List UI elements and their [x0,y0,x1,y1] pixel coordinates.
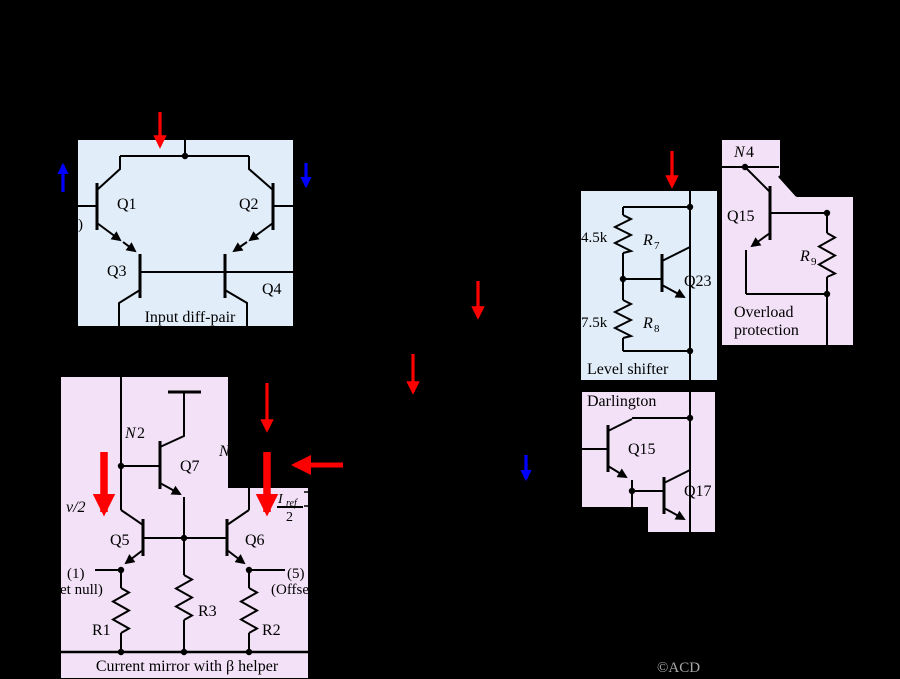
clipped-paren: ) [78,217,83,233]
label-q6: Q6 [245,532,265,549]
label-n2: N [124,425,137,442]
label-n4-num: 4 [746,144,754,161]
label-n2-num: 2 [137,425,145,442]
label-r2: R2 [262,622,281,639]
caption-input-diff-pair: Input diff-pair [145,309,236,326]
caption-darlington: Darlington [587,393,656,410]
label-q5: Q5 [110,532,130,549]
input-diff-pair-box [78,140,293,326]
label-r8: R [642,315,653,332]
label-q7: Q7 [180,458,200,475]
level-shifter-block: 4.5k R 7 Q23 7.5k R 8 Level shifter [581,191,717,380]
input-diff-pair-block: Q1 Q2 Q3 Q4 ) Input diff-pair [78,140,293,326]
label-r9: R [799,248,810,265]
watermark: ©ACD [657,660,700,676]
label-q4: Q4 [262,281,282,298]
label-r7-sub: 7 [654,240,660,252]
darlington-block: Darlington Q15 Q17 [582,392,715,532]
label-n1-partial: N [218,443,231,460]
label-q15-darlington: Q15 [628,441,656,458]
label-iref-i: I [277,492,284,507]
label-r7: R [642,232,653,249]
label-pin5-text: (Offse [271,582,309,598]
label-q1: Q1 [117,196,137,213]
label-pin5: (5) [287,566,305,582]
label-r1: R1 [92,622,111,639]
label-r9-sub: 9 [811,256,817,268]
label-r8-sub: 8 [654,323,660,335]
caption-overload-line2: protection [734,322,799,339]
caption-current-mirror: Current mirror with β helper [96,658,279,675]
darlington-wires [582,392,694,532]
label-r8-value: 7.5k [581,315,608,331]
label-iref-den: 2 [286,510,293,525]
label-n4: N [733,144,746,161]
label-pin1: (1) [67,566,85,582]
input-diff-pair-wires [78,140,293,326]
current-mirror-block: N 2 N Q7 v/2 Q5 Q6 (1) et null) (5) (Off… [60,377,309,678]
label-q15-overload: Q15 [727,208,755,225]
label-q23: Q23 [684,273,712,290]
caption-overload-line1: Overload [734,304,794,321]
label-q3: Q3 [107,263,127,280]
label-q17: Q17 [684,483,712,500]
current-flow-arrows [57,112,679,517]
label-q2: Q2 [239,196,259,213]
label-r3: R3 [198,603,217,620]
level-shifter-box [581,191,717,380]
label-r7-value: 4.5k [581,230,608,246]
label-pin1-text: et null) [60,582,103,598]
level-shifter-wires [612,191,694,380]
label-v-half: v/2 [66,499,86,516]
overload-protection-wires [722,163,838,345]
current-mirror-wires [61,377,308,656]
overload-protection-block: N 4 Q15 R 9 Overload protection [722,140,853,345]
caption-level-shifter: Level shifter [587,361,669,378]
label-iref-sub: ref [286,498,298,509]
